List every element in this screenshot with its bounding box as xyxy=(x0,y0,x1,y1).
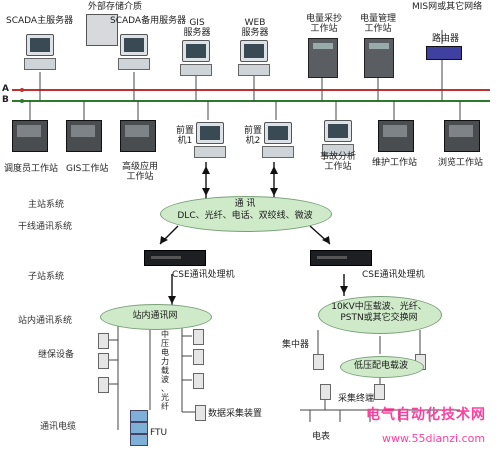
browse-ws-icon xyxy=(444,120,480,152)
comm-methods: DLC、光纤、电话、双绞线、微波 xyxy=(177,211,313,221)
external-storage-label: 外部存储介质 xyxy=(88,2,143,12)
bus-a-label: A xyxy=(2,84,9,94)
lv-carrier-label: 低压配电载波 xyxy=(353,361,408,371)
advanced-ws-label: 高级应用 工作站 xyxy=(121,162,158,182)
relay-device-icon-2 xyxy=(98,353,109,369)
ftu-label: FTU xyxy=(150,428,168,438)
power-mgmt-ws-server-icon xyxy=(364,38,394,78)
relay-device-icon-3 xyxy=(98,377,109,393)
master-system-label: 主站系统 xyxy=(28,200,65,210)
cse-left-hub-icon xyxy=(144,250,206,266)
ftu-icon-1 xyxy=(130,410,148,422)
concentrator-icon-left xyxy=(313,354,324,370)
ftu-icon-3 xyxy=(130,434,148,446)
incident-ws-label: 事故分析 工作站 xyxy=(319,152,356,172)
energy-ws-label: 电量采抄 工作站 xyxy=(305,14,342,34)
dispatcher-ws-label: 调度员工作站 xyxy=(4,164,59,174)
lv-carrier-ellipse xyxy=(340,356,424,378)
watermark-url: www.55dianzi.com xyxy=(382,432,486,445)
maintenance-ws-icon xyxy=(378,120,414,152)
gis-ws-icon xyxy=(66,120,102,152)
web-server-label: WEB 服务器 xyxy=(241,18,269,38)
maintenance-ws-label: 维护工作站 xyxy=(372,158,418,168)
frontend2-label: 前置 机2 xyxy=(244,126,263,146)
incident-ws-pc-icon xyxy=(322,120,354,160)
data-device-icon-3 xyxy=(193,373,204,389)
mv-carrier-label: 10KV中压载波、光纤、 PSTN或其它交换网 xyxy=(331,302,427,323)
gis-ws-label: GIS工作站 xyxy=(66,164,109,174)
data-device-icon-2 xyxy=(193,349,204,365)
gis-server-pc-icon xyxy=(180,40,212,80)
cse-left-label: CSE通讯处理机 xyxy=(172,270,235,280)
comm-ellipse xyxy=(160,196,332,232)
relay-device-icon-1 xyxy=(98,333,109,349)
data-acq-label: 数据采集装置 xyxy=(208,409,263,419)
bus-b-label: B xyxy=(2,95,9,105)
data-acq-device-icon xyxy=(195,405,206,421)
intra-station-comm-label: 站内通讯系统 xyxy=(18,316,73,326)
station-net-ellipse xyxy=(100,304,212,330)
router-icon xyxy=(426,46,462,60)
collector-label: 采集终端 xyxy=(338,394,375,404)
router-label: 路由器 xyxy=(432,34,460,44)
energy-ws-server-icon xyxy=(308,38,338,78)
meter-label: 电表 xyxy=(312,432,331,442)
dispatcher-ws-icon xyxy=(12,120,48,152)
scada-backup-pc-icon xyxy=(118,34,150,74)
ftu-icon-2 xyxy=(130,422,148,434)
collector-icon-1 xyxy=(320,384,331,400)
external-storage-icon xyxy=(86,14,118,46)
mv-carrier-ellipse xyxy=(318,296,442,334)
frontend1-pc-icon xyxy=(194,122,226,162)
scada-primary-label: SCADA主服务器 xyxy=(6,16,74,26)
advanced-ws-icon xyxy=(120,120,156,152)
cse-right-label: CSE通讯处理机 xyxy=(362,270,425,280)
comm-cable-label: 通讯电缆 xyxy=(40,422,77,432)
mis-network-label: MIS网或其它网络 xyxy=(412,2,483,12)
trunk-comm-label: 干线通讯系统 xyxy=(18,222,73,232)
scada-backup-label: SCADA备用服务器 xyxy=(110,16,187,26)
relay-device-label: 继保设备 xyxy=(38,350,75,360)
concentrator-label: 集中器 xyxy=(282,340,310,350)
scada-primary-pc-icon xyxy=(24,34,56,74)
mid-voltage-label: 中 压 电 力 载 波 、 光 纤 xyxy=(161,330,169,411)
collector-icon-2 xyxy=(374,384,385,400)
power-mgmt-ws-label: 电量管理 工作站 xyxy=(359,14,396,34)
browse-ws-label: 浏览工作站 xyxy=(438,158,484,168)
cse-right-hub-icon xyxy=(310,250,372,266)
web-server-pc-icon xyxy=(238,40,270,80)
substation-system-label: 子站系统 xyxy=(28,272,65,282)
frontend2-pc-icon xyxy=(262,122,294,162)
frontend1-label: 前置 机1 xyxy=(176,126,195,146)
station-net-label: 站内通讯网 xyxy=(132,311,178,321)
comm-title: 通 讯 xyxy=(234,199,256,209)
gis-server-label: GIS 服务器 xyxy=(183,18,211,38)
data-device-icon-1 xyxy=(193,329,204,345)
watermark-name: 电气自动化技术网 xyxy=(366,407,486,423)
